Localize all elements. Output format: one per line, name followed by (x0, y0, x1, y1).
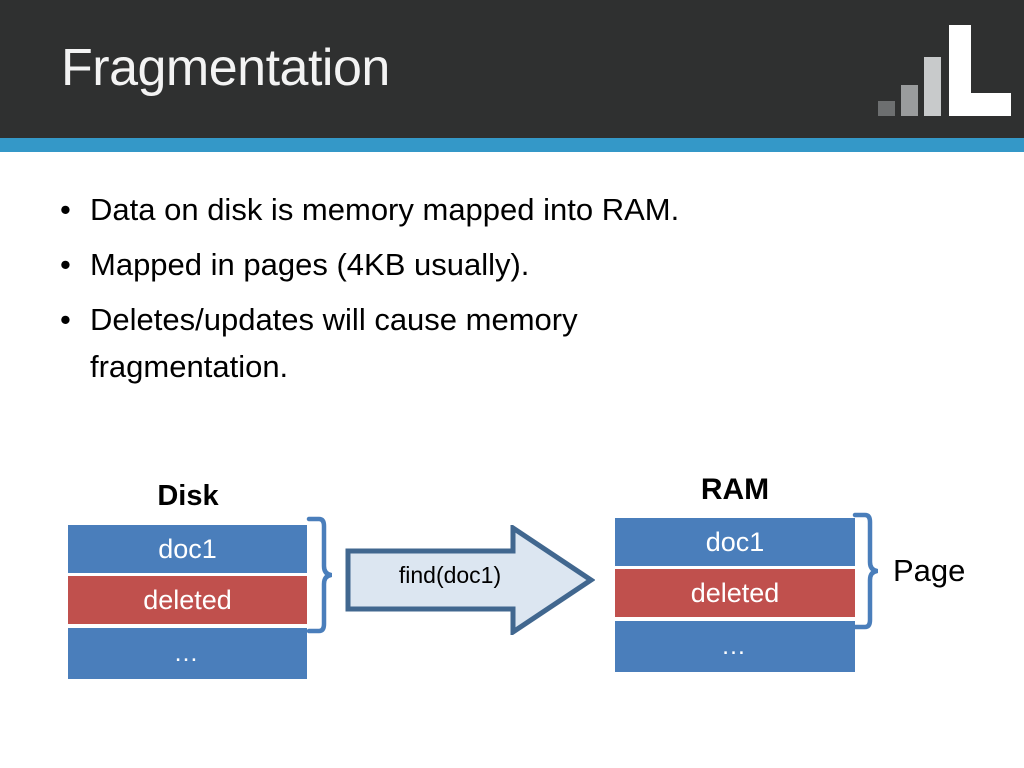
logo-bar-small-icon (878, 101, 895, 116)
ram-row-doc1-label: doc1 (705, 526, 765, 557)
page-label: Page (893, 553, 966, 588)
slide-header (0, 0, 1024, 138)
bullet-list: • Data on disk is memory mapped into RAM… (52, 186, 912, 398)
logo-bar-medium-icon (901, 85, 918, 116)
bullet-text: Mapped in pages (4KB usually). (90, 247, 530, 282)
page-title: Fragmentation (61, 39, 390, 97)
bullet-text: Deletes/updates will cause memory fragme… (90, 302, 578, 384)
ram-row-deleted: deleted (615, 569, 855, 617)
ram-row-doc1: doc1 (615, 518, 855, 566)
brand-logo (874, 24, 1011, 116)
disk-row-doc1-label: doc1 (158, 533, 217, 564)
ram-label: RAM (700, 473, 770, 506)
header-accent-bar (0, 138, 1024, 152)
disk-memory-block: doc1 deleted … (68, 525, 307, 679)
logo-bar-large-icon (924, 57, 941, 116)
disk-row-more: … (68, 628, 307, 679)
bullet-marker-icon: • (60, 192, 71, 227)
find-arrow-icon (345, 525, 595, 635)
ram-row-more-label: … (721, 632, 749, 660)
disk-page-brace-icon (306, 516, 332, 634)
list-item: • Mapped in pages (4KB usually). (52, 241, 912, 288)
list-item: • Data on disk is memory mapped into RAM… (52, 186, 912, 233)
bullet-marker-icon: • (60, 247, 71, 282)
ram-page-brace-icon (852, 512, 878, 630)
disk-row-more-label: … (173, 639, 202, 667)
logo-letter-l-foot-icon (949, 93, 1011, 116)
disk-row-deleted: deleted (68, 576, 307, 624)
find-arrow-label: find(doc1) (398, 562, 502, 588)
disk-label: Disk (157, 480, 219, 512)
disk-row-doc1: doc1 (68, 525, 307, 573)
list-item: • Deletes/updates will cause memory frag… (52, 296, 912, 390)
bullet-marker-icon: • (60, 302, 71, 337)
ram-row-more: … (615, 621, 855, 672)
ram-memory-block: doc1 deleted … (615, 518, 855, 672)
disk-row-deleted-label: deleted (143, 584, 232, 615)
bullet-text: Data on disk is memory mapped into RAM. (90, 192, 680, 227)
ram-row-deleted-label: deleted (690, 577, 780, 608)
